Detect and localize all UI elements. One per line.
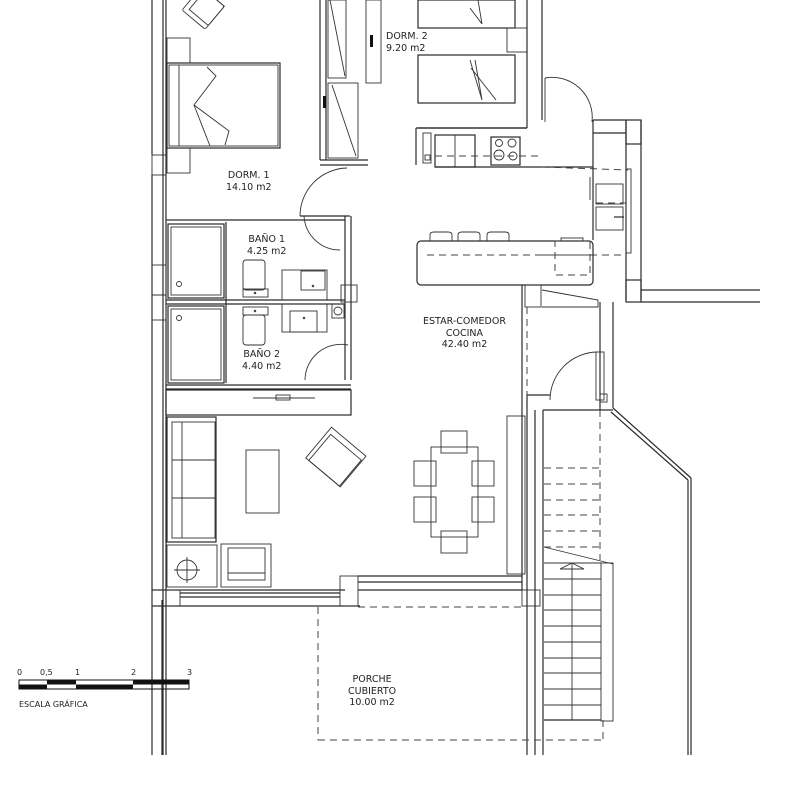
scale-tick-3: 3	[187, 668, 193, 677]
entry-stairs	[317, 284, 692, 755]
scale-tick-0-5: 0,5	[40, 668, 53, 677]
room-label-dorm1: DORM. 1 14.10 m2	[226, 170, 272, 193]
kitchen	[415, 119, 760, 303]
exterior-walls	[151, 0, 541, 755]
dorm2-furniture	[417, 0, 593, 129]
scale-bar-graphic	[18, 679, 190, 690]
scale-tick-0: 0	[17, 668, 23, 677]
scale-title: ESCALA GRÁFICA	[19, 700, 88, 709]
room-label-porche: PORCHE CUBIERTO 10.00 m2	[348, 674, 397, 708]
room-label-bano1: BAÑO 1 4.25 m2	[247, 234, 287, 257]
scale-tick-2: 2	[131, 668, 137, 677]
room-label-dorm2: DORM. 2 9.20 m2	[386, 31, 428, 54]
bathrooms	[166, 167, 358, 390]
room-label-estar-comedor: ESTAR-COMEDOR COCINA 42.40 m2	[423, 316, 506, 350]
room-label-bano2: BAÑO 2 4.40 m2	[242, 349, 282, 372]
dining-table	[413, 430, 495, 554]
scale-tick-1: 1	[75, 668, 81, 677]
dorm1-furniture	[166, 0, 382, 174]
living-room	[165, 389, 367, 588]
